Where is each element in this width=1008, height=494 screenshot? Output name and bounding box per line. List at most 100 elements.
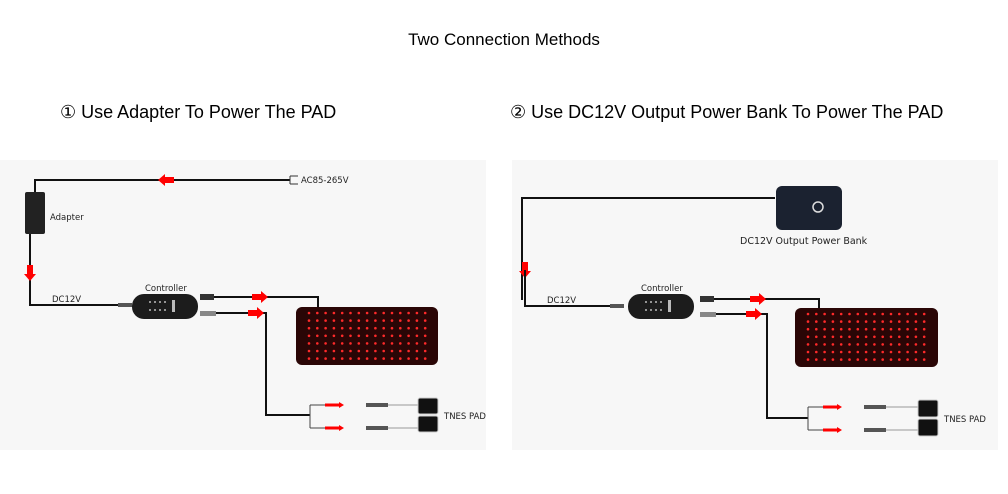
led-dot	[332, 326, 336, 330]
led-dot	[914, 312, 918, 316]
power-bank-label: DC12V Output Power Bank	[740, 236, 868, 247]
led-dot	[307, 311, 311, 315]
led-dot	[848, 343, 851, 346]
led-grid	[307, 311, 427, 360]
led-dot	[399, 311, 402, 315]
led-dot	[349, 357, 352, 360]
flow-arrow	[158, 174, 174, 186]
led-dot	[307, 349, 311, 353]
tens-electrode-icon	[917, 399, 939, 418]
led-dot	[914, 358, 918, 361]
led-dot	[423, 334, 427, 338]
led-dot	[806, 327, 810, 331]
led-dot	[423, 326, 427, 330]
led-dot	[856, 350, 860, 354]
led-dot	[316, 357, 319, 360]
led-dot	[390, 311, 394, 315]
led-dot	[856, 327, 860, 331]
led-dot	[415, 334, 419, 338]
led-dot	[839, 350, 843, 354]
led-dot	[815, 335, 818, 339]
led-dot	[856, 343, 860, 346]
led-dot	[340, 357, 344, 360]
led-dot	[324, 342, 327, 345]
led-dot	[889, 335, 893, 339]
power-bank-icon	[776, 186, 842, 230]
tens-wire	[716, 313, 808, 419]
method-2-heading: ② Use DC12V Output Power Bank To Power T…	[510, 102, 944, 122]
led-dot	[407, 311, 410, 315]
led-dot	[823, 312, 826, 316]
led-dot	[848, 327, 851, 331]
led-dot	[407, 349, 410, 353]
led-dot	[906, 343, 909, 346]
tens-electrode-icon	[917, 418, 939, 437]
led-dot	[374, 357, 377, 360]
controller-label: Controller	[145, 284, 187, 294]
led-dot	[914, 343, 918, 346]
led-dot	[399, 334, 402, 338]
led-dot	[831, 350, 835, 354]
led-dot	[889, 327, 893, 331]
led-dot	[848, 312, 851, 316]
led-dot	[390, 326, 394, 330]
pad-wire	[714, 298, 820, 309]
led-dot	[823, 343, 826, 346]
led-dot	[423, 311, 427, 315]
led-dot	[815, 327, 818, 331]
led-dot	[365, 311, 369, 315]
led-dot	[823, 327, 826, 331]
led-dot	[340, 311, 344, 315]
led-dot	[873, 327, 876, 331]
led-dot	[382, 349, 386, 353]
led-dot	[881, 320, 884, 323]
led-dot	[839, 343, 843, 346]
led-dot	[922, 350, 926, 354]
dc-voltage-label: DC12V	[547, 296, 576, 306]
led-dot	[399, 349, 402, 353]
led-dot	[815, 312, 818, 316]
led-dot	[864, 350, 868, 354]
led-dot	[889, 343, 893, 346]
led-dot	[914, 327, 918, 331]
led-dot	[307, 326, 311, 330]
led-dot	[823, 320, 826, 323]
led-dot	[407, 326, 410, 330]
led-dot	[332, 357, 336, 360]
led-dot	[831, 343, 835, 346]
led-dot	[415, 311, 419, 315]
flow-arrow	[325, 402, 344, 408]
controller-label: Controller	[641, 284, 683, 294]
led-dot	[856, 358, 860, 361]
led-dot	[316, 334, 319, 338]
led-dot	[390, 342, 394, 345]
led-dot	[914, 335, 918, 339]
led-dot	[324, 357, 327, 360]
led-dot	[374, 311, 377, 315]
tens-electrode-icon	[417, 415, 439, 433]
tens-wire	[216, 312, 310, 416]
led-dot	[365, 334, 369, 338]
led-dot	[415, 349, 419, 353]
led-dot	[307, 319, 311, 322]
led-dot	[407, 342, 410, 345]
led-dot	[324, 349, 327, 353]
led-dot	[340, 349, 344, 353]
led-dot	[914, 320, 918, 323]
led-dot	[906, 350, 909, 354]
led-dot	[340, 326, 344, 330]
led-dot	[316, 326, 319, 330]
led-dot	[914, 350, 918, 354]
led-dot	[823, 350, 826, 354]
led-dot	[922, 335, 926, 339]
led-dot	[881, 350, 884, 354]
method-1-heading: ① Use Adapter To Power The PAD	[60, 102, 337, 122]
tens-label: TNES PAD	[443, 412, 486, 422]
led-dot	[864, 335, 868, 339]
led-dot	[881, 358, 884, 361]
led-dot	[357, 334, 361, 338]
led-dot	[839, 327, 843, 331]
led-dot	[922, 312, 926, 316]
led-dot	[390, 357, 394, 360]
led-dot	[423, 342, 427, 345]
